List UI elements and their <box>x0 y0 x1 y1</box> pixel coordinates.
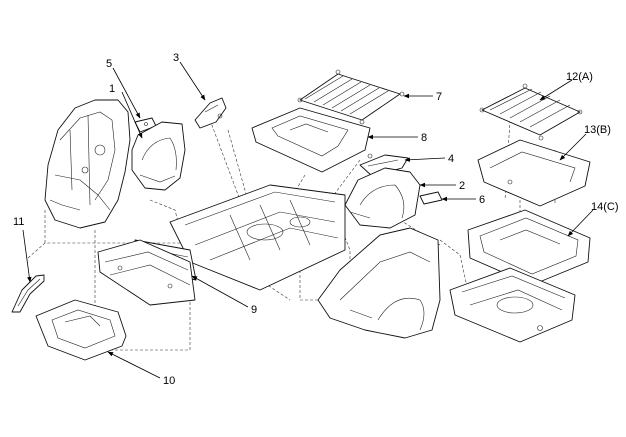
callout-12a: 12(A) <box>566 71 593 83</box>
part-14-underfloor-tray-c <box>467 209 591 286</box>
callout-10: 10 <box>163 375 175 387</box>
callout-13b: 13(B) <box>584 124 611 136</box>
quarter-outer-panel <box>317 227 441 339</box>
leader-lines <box>22 61 594 379</box>
part-4-top-bracket <box>359 153 409 177</box>
part-1-wheel-house-inner <box>131 121 186 191</box>
callout-8: 8 <box>421 132 427 144</box>
part-2-wheel-house-outer <box>344 167 421 229</box>
callout-7: 7 <box>436 91 442 103</box>
part-7-cargo-net <box>297 69 405 125</box>
part-6-small-bracket <box>419 191 443 205</box>
callout-5: 5 <box>106 58 112 70</box>
callout-1: 1 <box>109 83 115 95</box>
callout-3: 3 <box>173 52 179 64</box>
part-13-board-b <box>477 139 591 207</box>
part-8-luggage-board <box>251 107 371 173</box>
callout-6: 6 <box>479 194 485 206</box>
lower-floor-section <box>449 267 576 343</box>
part-3-upper-bracket <box>194 97 227 129</box>
callout-9: 9 <box>251 304 257 316</box>
callout-labels: 11 1 5 3 7 8 4 2 6 9 10 12(A) 13(B) 14(C… <box>13 52 619 387</box>
part-1-quarter-inner-panel <box>44 99 131 229</box>
part-11-side-strip <box>11 274 45 313</box>
callout-4: 4 <box>448 153 454 165</box>
part-9-rear-cross-member <box>97 239 197 306</box>
part-12-cargo-net-a <box>479 83 583 141</box>
callout-2: 2 <box>459 180 465 192</box>
rear-floor-assembly <box>169 184 346 291</box>
part-10-luggage-shelf <box>35 299 127 361</box>
callout-14c: 14(C) <box>591 201 619 213</box>
callout-11: 11 <box>13 216 24 228</box>
